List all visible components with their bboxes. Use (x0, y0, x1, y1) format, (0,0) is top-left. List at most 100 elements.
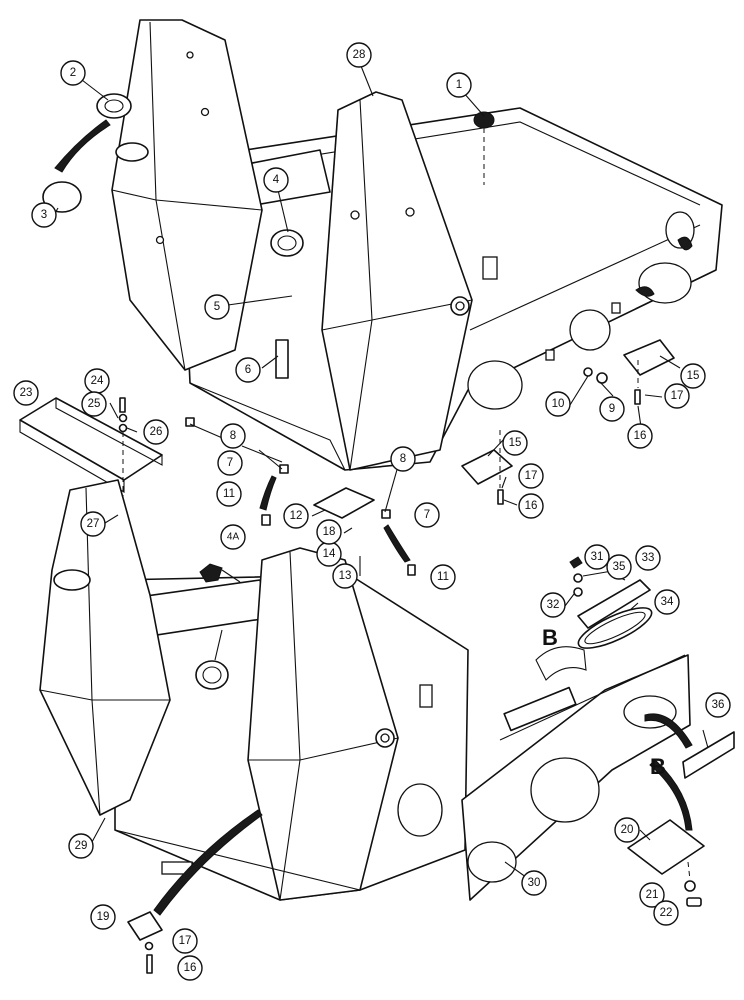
lower-right-upright-fold-2 (248, 737, 399, 761)
callout-11-right: 11 (430, 564, 456, 590)
view-letter-b-upper: B (542, 625, 558, 650)
callout-label: 16 (525, 500, 538, 512)
callout-label: 26 (150, 426, 163, 438)
callout-label: 34 (661, 596, 674, 608)
lower-frame-floor (114, 829, 361, 891)
callout-label: 18 (323, 526, 336, 538)
bolt-16-lower (146, 954, 153, 974)
arrow-to-19 (153, 809, 263, 916)
left-upright (111, 19, 263, 371)
arrow-2-to-3 (54, 119, 111, 173)
detail-b-opening-left (467, 841, 517, 883)
side-opening-3 (638, 262, 692, 304)
mount-hole (200, 107, 210, 117)
callout-9: 9 (599, 396, 625, 422)
callout-label: 4 (273, 174, 280, 186)
wing-nut-31 (569, 556, 583, 569)
nut-7 (185, 417, 195, 427)
plug-4-upper (270, 229, 304, 257)
callout-8-right: 8 (390, 446, 416, 472)
cover-plate-15-lower (461, 449, 513, 485)
lower-pivot-hub-center (380, 733, 390, 743)
callout-5: 5 (204, 294, 230, 320)
callout-label: 23 (20, 387, 33, 399)
callout-2: 2 (60, 60, 86, 86)
cap-2-inner (104, 99, 124, 113)
callout-32: 32 (540, 592, 566, 618)
lower-side-opening (397, 783, 443, 837)
mount-hole (155, 235, 165, 245)
callout-label: 32 (547, 599, 560, 611)
bolt-22 (686, 897, 702, 907)
bolt-16 (634, 389, 641, 405)
cover-plate-15-right (623, 339, 675, 376)
callout-6: 6 (235, 357, 261, 383)
dark-port (677, 236, 693, 251)
callout-36: 36 (705, 692, 731, 718)
seal-34-inner (584, 611, 646, 645)
knob-4a-stem (221, 569, 241, 583)
lower-frame-assembly (39, 479, 469, 974)
callout-label: 20 (621, 824, 634, 836)
callout-label: 35 (613, 561, 626, 573)
view-letter-b-lower: B (650, 754, 666, 779)
callout-29: 29 (68, 833, 94, 859)
callout-label: 25 (88, 398, 101, 410)
callout-label: 17 (671, 390, 684, 402)
seal-34 (577, 607, 653, 649)
callout-3: 3 (31, 202, 57, 228)
nut-7 (381, 509, 391, 519)
right-upright-inner (321, 109, 339, 331)
callout-label: 36 (712, 699, 725, 711)
callout-24: 24 (84, 368, 110, 394)
callout-17-lower: 17 (518, 463, 544, 489)
callout-label: 13 (339, 570, 352, 582)
callout-label: 17 (525, 470, 538, 482)
washer (118, 423, 128, 433)
callout-30: 30 (521, 870, 547, 896)
callout-label: 29 (75, 840, 88, 852)
cap-2 (96, 93, 132, 119)
arrow-to-20 (649, 759, 693, 831)
callout-14: 14 (316, 541, 342, 567)
lower-frame-slot (419, 684, 433, 708)
mount-hole (186, 51, 194, 59)
callout-label: 16 (184, 962, 197, 974)
callout-27: 27 (80, 511, 106, 537)
callout-33: 33 (635, 545, 661, 571)
lower-filler-neck (53, 569, 91, 591)
nut-9 (596, 372, 608, 384)
cover-20-centerline (687, 861, 691, 881)
callout-11: 11 (216, 481, 242, 507)
detail-b-channel (503, 686, 577, 732)
detail-b-opening-large (530, 757, 600, 823)
callout-23: 23 (13, 380, 39, 406)
callout-18: 18 (316, 519, 342, 545)
arrow-to-11 (383, 524, 411, 563)
cap-3 (42, 181, 82, 213)
callout-26: 26 (143, 419, 169, 445)
callout-label: 24 (91, 375, 104, 387)
callout-1: 1 (446, 72, 472, 98)
callout-13: 13 (332, 563, 358, 589)
callout-19: 19 (90, 904, 116, 930)
washer-17-lower (144, 941, 154, 951)
callout-label: 1 (456, 79, 462, 91)
frame-floor-edge (189, 382, 346, 471)
callout-16-bottom: 16 (177, 955, 203, 981)
callout-17: 17 (664, 383, 690, 409)
callout-20: 20 (614, 817, 640, 843)
plate-23-lip (55, 398, 163, 466)
callout-label: 17 (179, 935, 192, 947)
callout-16: 16 (627, 423, 653, 449)
callout-label: 16 (634, 430, 647, 442)
strap-33 (577, 579, 651, 629)
arrow-to-11-left (259, 475, 277, 511)
cover-20 (627, 819, 705, 875)
washer-35 (573, 573, 583, 583)
nut-11 (407, 564, 416, 576)
detail-b-top-rail (499, 654, 686, 741)
callout-12: 12 (283, 503, 309, 529)
callout-34: 34 (654, 589, 680, 615)
